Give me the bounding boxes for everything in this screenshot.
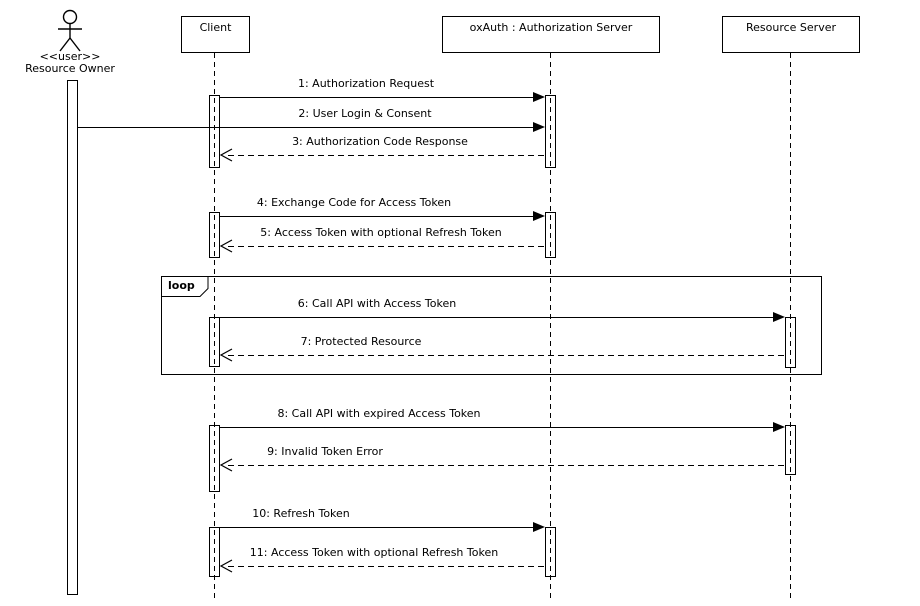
- activation-bar-authorization-server-3: [545, 527, 556, 577]
- loop-fragment-pentagon: [161, 276, 209, 297]
- message-10-label: 10: Refresh Token: [252, 507, 350, 520]
- message-2-line: [78, 127, 534, 128]
- activation-bar-resource-server-1: [785, 317, 796, 368]
- message-7-label: 7: Protected Resource: [300, 335, 422, 348]
- activation-bar-resource-server-2: [785, 425, 796, 475]
- participant-authorization-server-label: oxAuth : Authorization Server: [469, 21, 633, 34]
- resource-server-lifeline: [790, 53, 791, 600]
- message-2-arrowhead-icon: [533, 122, 545, 132]
- message-3-line: [228, 155, 546, 156]
- authorization-server-lifeline: [550, 53, 551, 598]
- actor-stereotype: <<user>>: [39, 50, 101, 63]
- participant-client-label: Client: [199, 21, 232, 34]
- message-10-arrowhead-icon: [533, 522, 545, 532]
- message-7-line: [228, 355, 786, 356]
- message-8-label: 8: Call API with expired Access Token: [277, 407, 481, 420]
- message-3-label: 3: Authorization Code Response: [292, 135, 468, 148]
- message-8-line: [220, 427, 774, 428]
- activation-bar-authorization-server-1: [545, 95, 556, 168]
- message-9-label: 9: Invalid Token Error: [267, 445, 383, 458]
- message-8-arrowhead-icon: [773, 422, 785, 432]
- participant-authorization-server: oxAuth : Authorization Server: [442, 16, 660, 53]
- client-lifeline: [214, 53, 215, 598]
- participant-resource-server-label: Resource Server: [745, 21, 836, 34]
- message-9-line: [228, 465, 786, 466]
- loop-fragment-frame: [161, 276, 822, 375]
- message-6-label: 6: Call API with Access Token: [297, 297, 457, 310]
- message-4-arrowhead-icon: [533, 211, 545, 221]
- message-6-line: [220, 317, 774, 318]
- activation-bar-client-1: [209, 95, 220, 168]
- message-5-label: 5: Access Token with optional Refresh To…: [260, 226, 502, 239]
- actor-icon: [58, 9, 82, 52]
- activation-bar-client-2: [209, 212, 220, 258]
- message-3-open-arrowhead-icon: [219, 148, 233, 162]
- participant-client: Client: [181, 16, 250, 53]
- activation-bar-client-5: [209, 527, 220, 577]
- message-6-arrowhead-icon: [773, 312, 785, 322]
- message-4-line: [220, 216, 534, 217]
- message-9-open-arrowhead-icon: [219, 458, 233, 472]
- activation-bar-resource-owner: [67, 80, 78, 595]
- activation-bar-client-3: [209, 317, 220, 367]
- message-1-line: [220, 97, 534, 98]
- message-7-open-arrowhead-icon: [219, 348, 233, 362]
- message-11-line: [228, 566, 546, 567]
- participant-resource-server: Resource Server: [722, 16, 860, 53]
- message-10-line: [220, 527, 534, 528]
- activation-bar-client-4: [209, 425, 220, 492]
- message-2-label: 2: User Login & Consent: [298, 107, 432, 120]
- message-11-open-arrowhead-icon: [219, 559, 233, 573]
- message-5-line: [228, 246, 546, 247]
- message-4-label: 4: Exchange Code for Access Token: [256, 196, 452, 209]
- message-1-label: 1: Authorization Request: [297, 77, 435, 90]
- loop-operator-label: loop: [168, 279, 195, 292]
- actor-name: Resource Owner: [25, 62, 115, 75]
- activation-bar-authorization-server-2: [545, 212, 556, 258]
- message-11-label: 11: Access Token with optional Refresh T…: [249, 546, 499, 559]
- message-5-open-arrowhead-icon: [219, 239, 233, 253]
- message-1-arrowhead-icon: [533, 92, 545, 102]
